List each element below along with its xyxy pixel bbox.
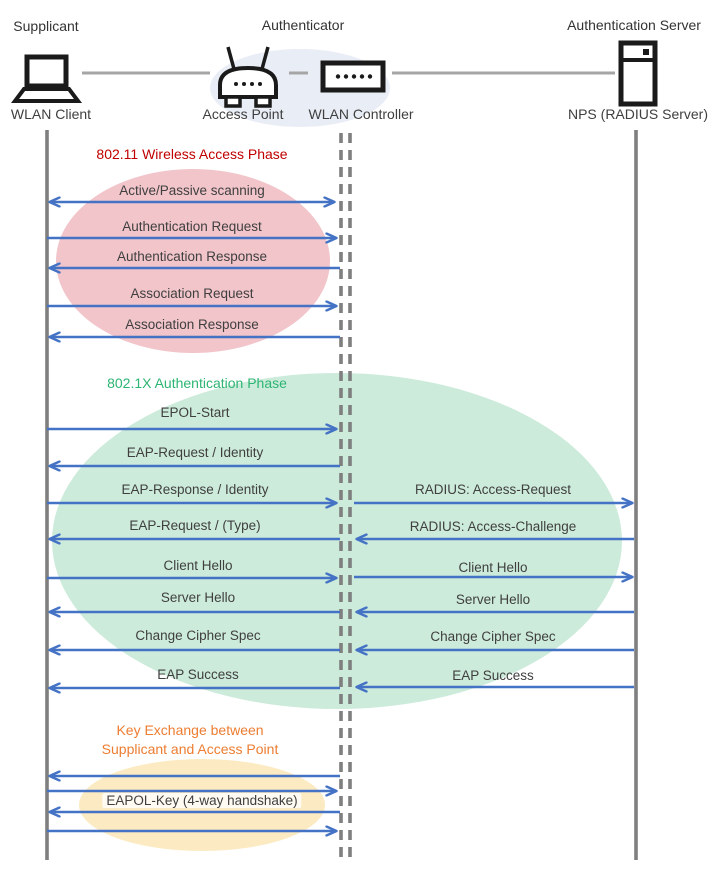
phase2-title: 802.1X Authentication Phase — [107, 375, 287, 391]
message-label: EAPOL-Key (4-way handshake) — [102, 793, 302, 808]
message-label: Server Hello — [160, 590, 236, 605]
message-label: Client Hello — [458, 560, 528, 575]
device-wlan-controller: WLAN Controller — [308, 106, 414, 122]
message-label: EPOL-Start — [160, 405, 230, 420]
message-label: Authentication Request — [122, 219, 262, 234]
message-label: Change Cipher Spec — [135, 628, 261, 643]
server-icon — [618, 40, 658, 107]
message-label: Authentication Response — [116, 249, 268, 264]
message-label: Active/Passive scanning — [119, 183, 265, 198]
role-authenticator: Authenticator — [261, 17, 345, 33]
message-label: RADIUS: Access-Request — [414, 482, 572, 497]
phase2-ellipse — [52, 373, 622, 709]
device-access-point: Access Point — [202, 106, 284, 122]
access-point-icon — [218, 46, 278, 108]
device-wlan-client: WLAN Client — [10, 106, 92, 122]
message-label: RADIUS: Access-Challenge — [409, 519, 577, 534]
message-arrows-left — [47, 202, 340, 831]
phase3-title-line1: Key Exchange between — [116, 722, 264, 738]
message-label: Association Request — [130, 286, 254, 301]
message-label-text: EAPOL-Key (4-way handshake) — [102, 793, 302, 808]
message-label: EAP Success — [452, 668, 534, 683]
message-label: Change Cipher Spec — [430, 629, 556, 644]
message-label: EAP Success — [157, 667, 239, 682]
message-label: EAP-Request / (Type) — [129, 518, 261, 533]
phase3-title: Key Exchange between Supplicant and Acce… — [102, 721, 279, 759]
message-label: Server Hello — [455, 592, 531, 607]
role-authentication-server: Authentication Server — [567, 17, 701, 33]
wlan-controller-icon — [320, 60, 386, 93]
message-label: EAP-Response / Identity — [121, 482, 269, 497]
message-label: Association Response — [125, 317, 259, 332]
phase1-title: 802.11 Wireless Access Phase — [96, 146, 288, 162]
phase3-title-line2: Supplicant and Access Point — [101, 741, 279, 757]
laptop-icon — [11, 54, 82, 103]
message-arrows-right — [354, 503, 634, 687]
message-label: EAP-Request / Identity — [126, 445, 264, 460]
message-label: Client Hello — [163, 558, 233, 573]
role-supplicant: Supplicant — [13, 18, 79, 34]
device-nps-radius-server: NPS (RADIUS Server) — [567, 106, 709, 122]
